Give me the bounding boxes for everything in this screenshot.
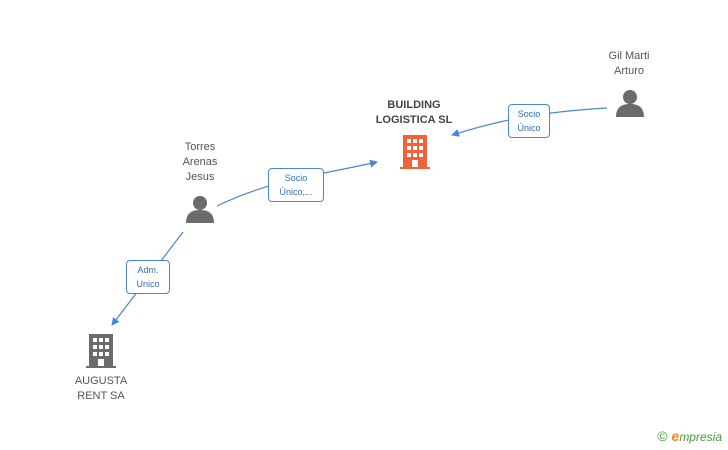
edge-label-socio-unico-torres[interactable]: Socio Único,...	[268, 168, 324, 202]
building-icon[interactable]	[86, 334, 116, 368]
edge-label-adm-unico[interactable]: Adm. Unico	[126, 260, 170, 294]
empresia-footer: © empresia	[657, 428, 722, 444]
person-icon[interactable]	[185, 195, 215, 223]
empresia-logo: empresia	[671, 428, 722, 444]
building-icon[interactable]	[400, 135, 430, 169]
node-label-torres-arenas-jesus: Torres Arenas Jesus	[182, 141, 218, 183]
edge-label-socio-unico-gil[interactable]: Socio Único	[508, 104, 550, 138]
node-label-gil-marti-arturo: Gil Marti Arturo	[608, 50, 650, 77]
node-label-building-logistica: BUILDING LOGISTICA SL	[375, 99, 453, 126]
copyright-symbol: ©	[657, 428, 668, 444]
node-label-augusta-rent: AUGUSTA RENT SA	[74, 375, 128, 402]
person-icon[interactable]	[615, 89, 645, 117]
